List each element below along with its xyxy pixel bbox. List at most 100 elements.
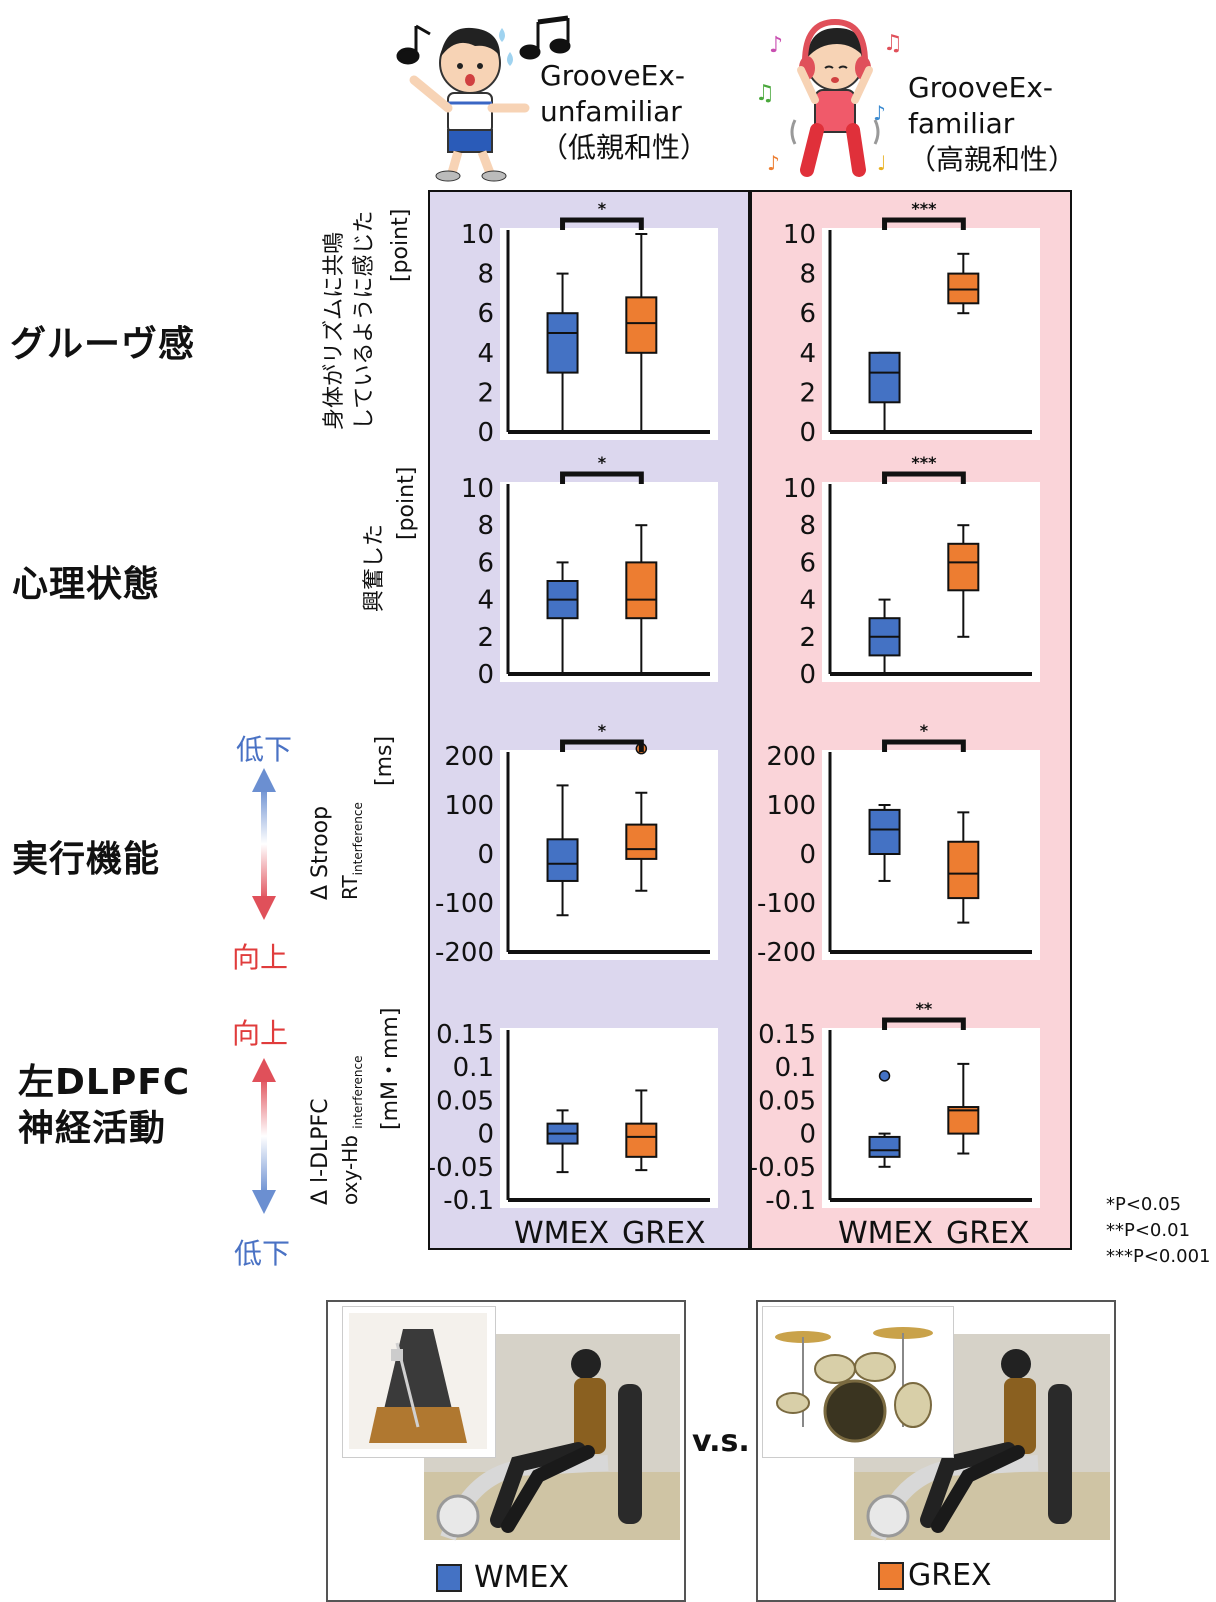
exec-arrow-top-label: 低下: [236, 733, 293, 766]
y-tick-label: 0: [799, 418, 816, 448]
y-tick-label: 10: [783, 220, 816, 250]
svg-text:♩: ♩: [877, 151, 886, 175]
plot-background: [822, 1028, 1040, 1208]
y-tick-label: -100: [435, 889, 494, 919]
row-label-dlpfc: 左DLPFC 神経活動: [18, 1060, 190, 1152]
significance-marker: ***: [911, 199, 937, 218]
y-tick-label: 4: [799, 339, 816, 369]
familiar-label-line2: familiar: [908, 107, 1015, 140]
grex-photo-panel: [756, 1300, 1116, 1602]
wmex-legend-swatch: [436, 1564, 462, 1592]
wmex-photo-panel: [326, 1300, 686, 1602]
significance-marker: *: [920, 721, 929, 740]
y-tick-label: 0: [477, 660, 494, 690]
grex-legend-swatch: [878, 1562, 904, 1590]
grex-box: [625, 296, 658, 354]
y-tick-label: 100: [766, 791, 816, 821]
sig-legend-3: ***P<0.001: [1106, 1246, 1211, 1267]
xcat-familiar-grex: GREX: [946, 1216, 1030, 1251]
significance-bracket: [560, 739, 644, 752]
ytitle-groove-line1: 身体がリズムに共鳴: [322, 231, 347, 430]
y-tick-label: 0: [799, 660, 816, 690]
significance-bracket: [882, 471, 966, 484]
significance-marker: *: [598, 199, 607, 218]
grex-box: [625, 561, 658, 620]
chart-exec-unfamiliar: 200 100 0 -100 -200 *: [435, 721, 718, 968]
y-tick-label: -200: [435, 938, 494, 968]
plot-background: [500, 750, 718, 960]
y-tick-label: 8: [799, 260, 816, 290]
ytitle-psych-unit: [point]: [394, 466, 419, 540]
y-tick-label: 10: [461, 474, 494, 504]
y-tick-label: 0: [477, 1120, 494, 1150]
y-tick-label: 4: [477, 586, 494, 616]
y-tick-label: 200: [444, 742, 494, 772]
y-tick-label: 0: [799, 1120, 816, 1150]
y-tick-label: 200: [766, 742, 816, 772]
sig-legend-1: *P<0.05: [1106, 1194, 1182, 1215]
svg-text:♫: ♫: [755, 81, 775, 106]
xcat-unfamiliar-grex: GREX: [622, 1216, 706, 1251]
y-tick-label: 0.15: [758, 1020, 816, 1050]
y-tick-label: 0: [477, 840, 494, 870]
dlpfc-direction-arrow: [252, 1058, 276, 1214]
unfamiliar-label-line2: unfamiliar: [540, 95, 682, 128]
y-tick-label: 4: [477, 339, 494, 369]
exec-arrow-bottom-label: 向上: [232, 941, 289, 974]
wmex-legend-label: WMEX: [474, 1560, 570, 1595]
wmex-box: [546, 838, 579, 882]
outlier-point: [878, 1070, 891, 1082]
y-tick-label: 10: [783, 474, 816, 504]
y-tick-label: 8: [477, 260, 494, 290]
y-tick-label: 6: [799, 299, 816, 329]
wmex-box: [868, 808, 901, 855]
y-tick-label: 2: [799, 378, 816, 408]
chart-groove-familiar: 10 8 6 4 2 0 ***: [783, 199, 1040, 448]
svg-text:♫: ♫: [883, 31, 903, 56]
ytitle-exec-line1: Δ Stroop: [308, 805, 333, 900]
unfamiliar-label-line3: （低親和性）: [540, 131, 709, 164]
significance-bracket: [560, 471, 644, 484]
row-label-dlpfc-line1: 左DLPFC: [18, 1062, 191, 1103]
grex-box: [625, 1122, 658, 1158]
significance-marker: ***: [911, 453, 937, 472]
ytitle-groove-unit: [point]: [388, 208, 413, 282]
row-label-exec: 実行機能: [12, 839, 161, 880]
wmex-box: [868, 1135, 901, 1158]
y-tick-label: 0.1: [453, 1053, 494, 1083]
grex-box: [947, 1106, 980, 1135]
ytitle-dlpfc-main: oxy-Hb: [338, 1135, 362, 1205]
svg-text:♪: ♪: [769, 33, 783, 58]
y-tick-label: 0.05: [436, 1086, 494, 1116]
svg-text:♪: ♪: [873, 101, 886, 125]
significance-bracket: [882, 217, 966, 230]
y-tick-label: 100: [444, 791, 494, 821]
y-tick-label: -200: [757, 938, 816, 968]
significance-legend: *P<0.05 **P<0.01 ***P<0.001: [1106, 1192, 1210, 1270]
unfamiliar-label-line1: GrooveEx-: [540, 59, 686, 92]
y-tick-label: 8: [799, 511, 816, 541]
familiar-girl-illustration: ♪ ♫ ♫ ♪ ♪ ♩: [755, 18, 903, 177]
significance-marker: *: [598, 721, 607, 740]
grex-legend-label: GREX: [908, 1558, 992, 1593]
y-tick-label: -0.1: [443, 1186, 494, 1216]
sig-legend-2: **P<0.01: [1106, 1220, 1191, 1241]
y-tick-label: 8: [477, 511, 494, 541]
significance-bracket: [560, 217, 644, 230]
row-label-groove: グルーヴ感: [10, 324, 196, 365]
ytitle-dlpfc-sub: interference: [351, 1055, 365, 1129]
plot-background: [822, 228, 1040, 440]
xcat-unfamiliar-wmex: WMEX: [514, 1216, 610, 1251]
y-tick-label: 4: [799, 586, 816, 616]
significance-bracket: [882, 739, 966, 752]
y-tick-label: 0.15: [436, 1020, 494, 1050]
y-tick-label: -100: [757, 889, 816, 919]
ytitle-psych-line1: 興奮した: [362, 523, 387, 612]
y-tick-label: 2: [477, 623, 494, 653]
drumkit-image: [762, 1306, 954, 1458]
exec-direction-arrow: [252, 768, 276, 920]
